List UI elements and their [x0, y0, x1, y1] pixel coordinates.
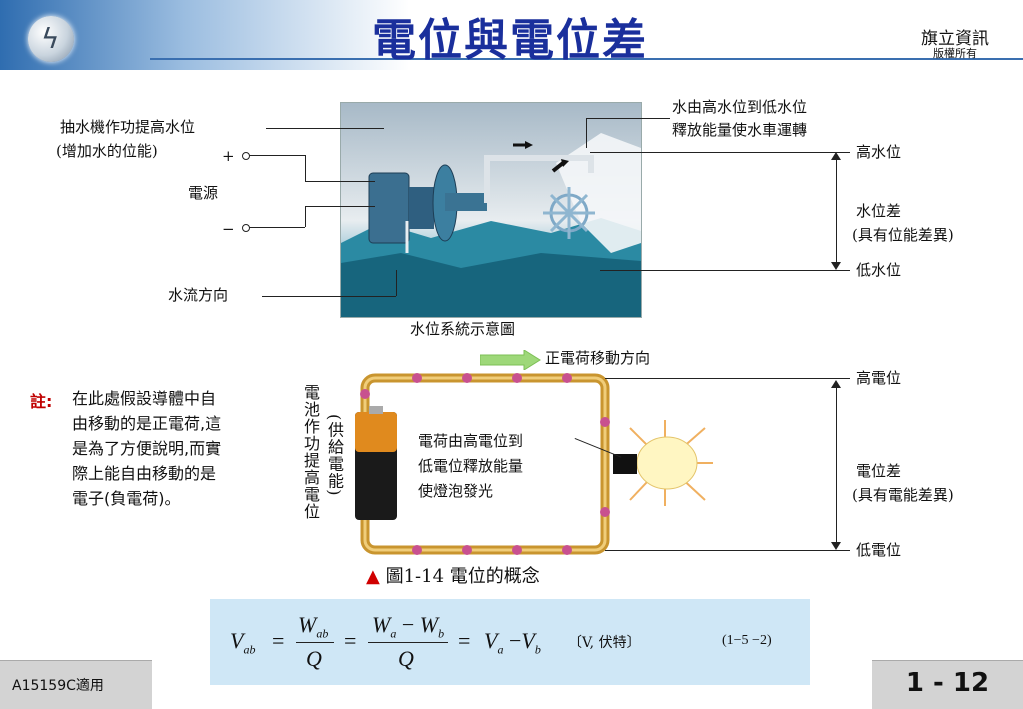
- flow-leader-up: [396, 270, 397, 296]
- plus-wire-v: [305, 155, 306, 181]
- formula-eq-1: =: [272, 628, 285, 653]
- low-potential-label: 低電位: [856, 541, 902, 559]
- formula-frac2-den: Q: [398, 646, 414, 671]
- water-diff-arrow: [836, 156, 837, 268]
- battery-note-main: 電池作功提高電位: [301, 384, 320, 520]
- low-potential-line: [605, 550, 850, 551]
- figure-caption: ▲ 圖1-14 電位的概念: [366, 562, 540, 588]
- low-water-line: [600, 270, 850, 271]
- triangle-icon: ▲: [366, 566, 380, 587]
- release-leader-down: [586, 118, 587, 148]
- minus-wire-h: [249, 227, 305, 228]
- level-diff-note: (具有位能差異): [852, 226, 954, 244]
- flow-direction-label: 水流方向: [168, 286, 229, 304]
- course-code: A15159C適用: [12, 678, 104, 694]
- minus-terminal-dot: [242, 224, 250, 232]
- figure-caption-text: 圖1-14 電位的概念: [385, 566, 540, 587]
- arrow-up-icon: [831, 152, 841, 160]
- power-source-label: 電源: [188, 184, 219, 202]
- footer-right-panel: [872, 660, 1023, 709]
- positive-flow-label: 正電荷移動方向: [545, 349, 651, 367]
- pump-label-line1: 抽水機作功提高水位: [60, 118, 196, 136]
- release-leader-line: [586, 118, 670, 119]
- publisher-name: 旗立資訊: [921, 29, 989, 49]
- formula-unit: 〔V, 伏特〕: [568, 635, 641, 651]
- arrow-down-icon: [831, 542, 841, 550]
- bulb-note-line2: 低電位釋放能量: [418, 457, 524, 475]
- logo-icon: [28, 16, 74, 62]
- formula-frac2-num: Wa − Wb: [372, 612, 445, 641]
- copyright-text: 版權所有: [933, 47, 977, 60]
- water-system-illustration: [341, 133, 641, 317]
- lightning-icon: ϟ: [41, 22, 60, 55]
- potential-diff-note: (具有電能差異): [852, 486, 954, 504]
- release-label-line1: 水由高水位到低水位: [672, 98, 808, 116]
- formula-frac1-den: Q: [306, 646, 322, 671]
- plus-terminal: +: [222, 147, 235, 165]
- header-divider: [150, 58, 1023, 60]
- potential-diff-label: 電位差: [856, 462, 902, 480]
- high-potential-label: 高電位: [856, 369, 902, 387]
- formula-number: (1−5 −2): [722, 633, 772, 648]
- circuit-illustration: [355, 373, 610, 555]
- low-water-label: 低水位: [856, 261, 902, 279]
- note-body: 在此處假設導體中自由移動的是正電荷,這是為了方便說明,而實際上能自由移動的是電子…: [72, 389, 222, 508]
- minus-wire-v: [305, 206, 306, 227]
- pump-leader-line: [266, 128, 384, 129]
- footer-left-panel: [0, 660, 152, 709]
- high-water-label: 高水位: [856, 143, 902, 161]
- pump-label-line2: (增加水的位能): [56, 142, 158, 160]
- green-arrow-icon: [480, 350, 541, 370]
- formula-frac2-bar: [368, 642, 448, 643]
- light-bulb-icon: [613, 420, 713, 506]
- page-title: 電位與電位差: [372, 15, 648, 66]
- page-number: 1 - 12: [905, 668, 990, 698]
- formula-lhs: Vab: [230, 628, 256, 657]
- flow-leader-line: [262, 296, 396, 297]
- formula-eq-2: =: [344, 628, 357, 653]
- minus-wire-to-pump: [305, 206, 375, 207]
- formula-eq-3: =: [458, 628, 471, 653]
- plus-wire-h: [249, 155, 305, 156]
- bulb-note-line1: 電荷由高電位到: [418, 432, 524, 450]
- water-system-image: [340, 102, 642, 318]
- high-water-line: [590, 152, 850, 153]
- water-caption: 水位系統示意圖: [410, 320, 516, 338]
- formula-frac1-bar: [296, 642, 334, 643]
- plus-terminal-dot: [242, 152, 250, 160]
- battery-note-sub: (供給電能): [325, 414, 344, 497]
- level-diff-label: 水位差: [856, 202, 902, 220]
- note-heading: 註:: [30, 392, 53, 411]
- minus-terminal: −: [222, 220, 235, 238]
- potential-diff-arrow: [836, 384, 837, 546]
- high-potential-line: [605, 378, 850, 379]
- formula-frac1-num: Wab: [298, 612, 329, 641]
- arrow-down-icon: [831, 262, 841, 270]
- release-label-line2: 釋放能量使水車運轉: [672, 121, 808, 139]
- formula-rhs: Va −Vb: [484, 628, 541, 657]
- arrow-up-icon: [831, 380, 841, 388]
- plus-wire-to-pump: [305, 181, 375, 182]
- bulb-note-line3: 使燈泡發光: [418, 482, 494, 500]
